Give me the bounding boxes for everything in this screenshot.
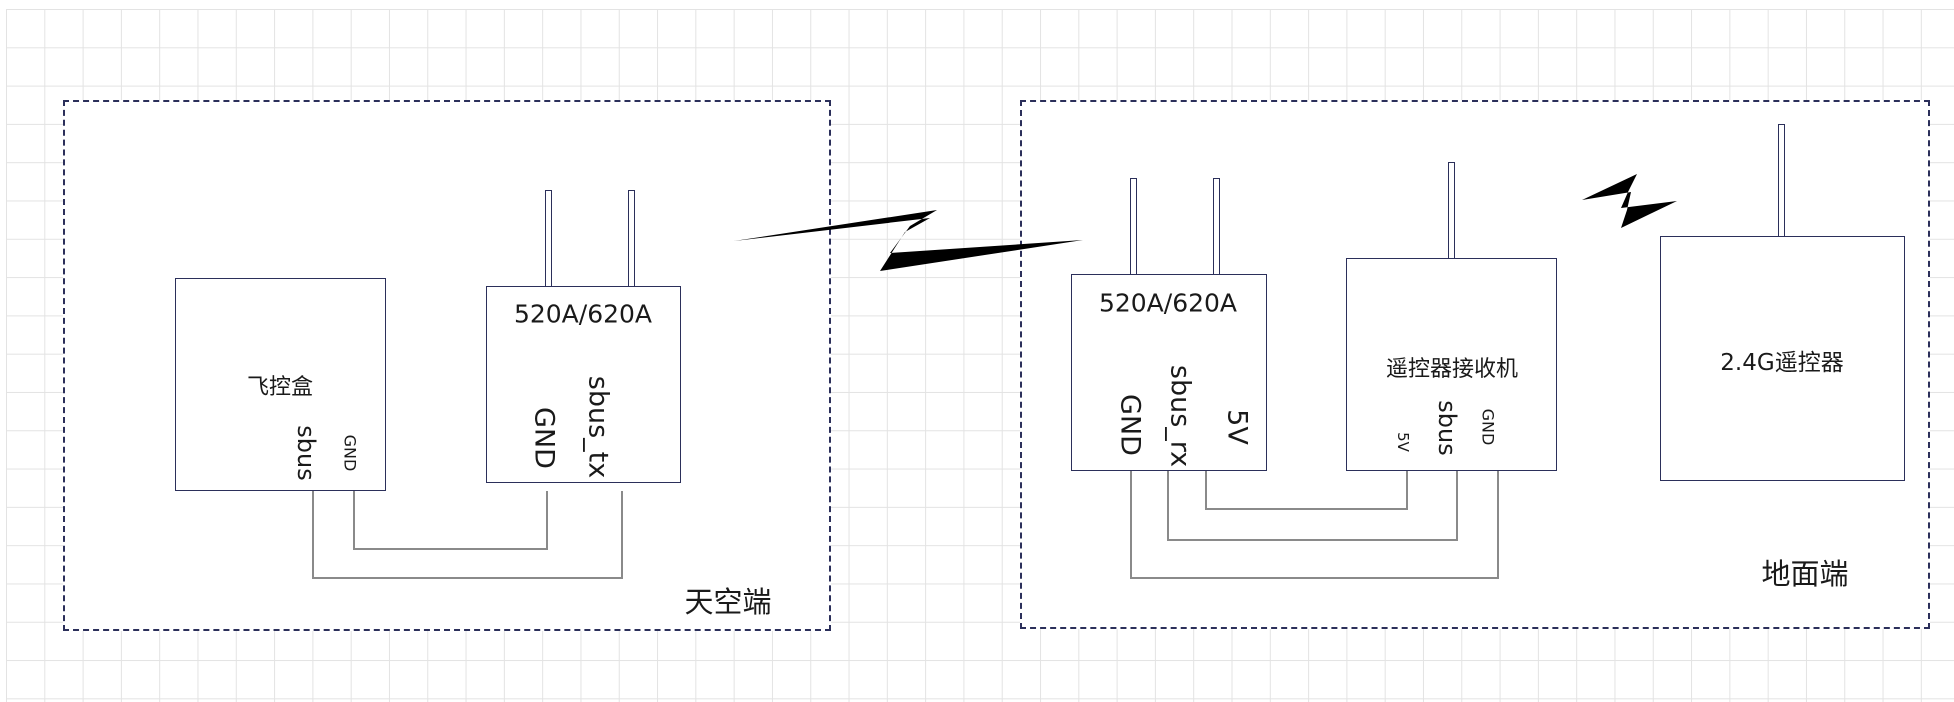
ground-side-label: 地面端: [1761, 557, 1849, 591]
air-radio-module-label: 520A/620A: [513, 299, 653, 329]
flight-controller-box[interactable]: [175, 278, 386, 491]
wire-gnd-air: [353, 491, 548, 550]
flight-controller-label: 飞控盒: [246, 375, 314, 400]
wireless-link-bolt-main: [734, 210, 1083, 271]
remote-controller-box[interactable]: [1660, 236, 1905, 481]
wire-sbus-air: [312, 491, 623, 579]
ground-radio-antenna-2: [1213, 178, 1220, 275]
wire-5v-ground: [1205, 471, 1408, 510]
receiver-label: 遥控器接收机: [1385, 357, 1519, 382]
air-radio-antenna-2: [628, 190, 635, 287]
air-side-label: 天空端: [684, 585, 772, 619]
remote-controller-label: 2.4G遥控器: [1720, 350, 1844, 376]
ground-radio-antenna-1: [1130, 178, 1137, 275]
receiver-antenna: [1448, 162, 1455, 259]
wire-gnd-ground: [1130, 471, 1499, 579]
ground-radio-module-label: 520A/620A: [1098, 288, 1238, 318]
wireless-link-bolt-remote: [1582, 174, 1677, 228]
remote-antenna: [1778, 124, 1785, 237]
receiver-box[interactable]: [1346, 258, 1557, 471]
air-radio-module-box[interactable]: [486, 286, 681, 483]
wire-sbus-ground: [1167, 471, 1458, 541]
air-radio-antenna-1: [545, 190, 552, 287]
ground-radio-module-box[interactable]: [1071, 274, 1267, 471]
